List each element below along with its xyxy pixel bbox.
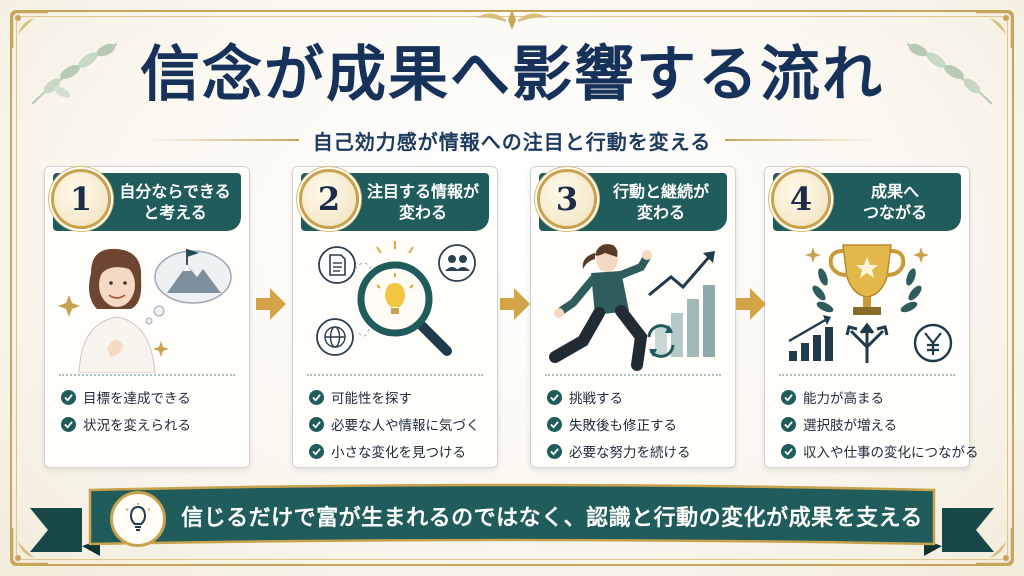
corner-ornament-icon	[976, 10, 1014, 48]
people-icon	[438, 244, 476, 282]
branching-arrows-icon	[845, 322, 889, 363]
step-header: 2 注目する情報が 変わる	[299, 169, 489, 231]
point-text: 小さな変化を見つける	[331, 445, 466, 461]
ribbon-shape	[30, 483, 994, 556]
check-icon	[781, 389, 796, 405]
page-title: 信念が成果へ影響する流れ	[140, 40, 884, 110]
check-icon	[309, 389, 324, 405]
step-header: 4 成果へ つながる	[771, 169, 961, 231]
lightbulb-icon	[110, 491, 166, 547]
sparkle-icon	[58, 295, 169, 357]
yen-icon	[913, 323, 953, 363]
list-item: 能力が高まる	[781, 385, 963, 409]
bar-chart-icon	[788, 315, 833, 361]
running-woman-icon	[549, 244, 652, 371]
step-points: 能力が高まる 選択肢が増える 収入や仕事の変化につながる	[781, 385, 979, 466]
subtitle-row: 自己効力感が情報への注目と行動を変える	[0, 126, 1024, 154]
point-text: 収入や仕事の変化につながる	[803, 445, 979, 461]
list-item: 可能性を探す	[309, 385, 491, 409]
sparkle-icon	[805, 247, 929, 263]
step-number: 1	[51, 169, 111, 229]
check-icon	[547, 443, 562, 459]
step-card-3: 3 行動と継続が 変わる	[530, 166, 736, 468]
list-item: 失敗後も修正する	[547, 412, 729, 436]
list-item: 収入や仕事の変化につながる	[781, 439, 979, 463]
point-text: 目標を達成できる	[83, 391, 191, 407]
check-icon	[547, 389, 562, 405]
step-title: 行動と継続が 変わる	[612, 182, 709, 222]
woman-thinking-icon	[78, 248, 156, 373]
point-text: 必要な努力を続ける	[569, 445, 691, 461]
point-text: 能力が高まる	[803, 391, 884, 407]
step-title: 自分ならできる と考える	[119, 182, 231, 222]
point-text: 状況を変えられる	[83, 418, 191, 434]
card-divider	[779, 374, 955, 376]
corner-ornament-icon	[10, 10, 48, 48]
list-item: 必要な人や情報に気づく	[309, 412, 491, 436]
step-card-1: 1 自分ならできる と考える	[44, 166, 250, 468]
mountain-flag-thought-icon	[145, 249, 232, 325]
step-title: 注目する情報が 変わる	[366, 182, 479, 222]
point-text: 可能性を探す	[331, 391, 412, 407]
check-icon	[547, 416, 562, 432]
point-text: 選択肢が増える	[803, 418, 898, 434]
step-number: 2	[299, 169, 359, 229]
check-icon	[309, 416, 324, 432]
step-header: 3 行動と継続が 変わる	[537, 169, 727, 231]
step-card-2: 2 注目する情報が 変わる	[292, 166, 498, 468]
trophy-icon	[828, 244, 906, 315]
illustration-step-2	[316, 241, 476, 356]
card-divider	[307, 374, 483, 376]
footer-banner: 信じるだけで富が生まれるのではなく、認識と行動の変化が成果を支える	[30, 478, 994, 558]
check-icon	[61, 416, 76, 432]
check-icon	[309, 443, 324, 459]
rising-trend-arrow-icon	[648, 251, 715, 357]
step-number: 4	[771, 169, 831, 229]
step-card-4: 4 成果へ つながる	[764, 166, 979, 468]
point-text: 必要な人や情報に気づく	[331, 418, 480, 434]
cycle-arrows-icon	[647, 324, 675, 358]
list-item: 小さな変化を見つける	[309, 439, 491, 463]
page-subtitle: 自己効力感が情報への注目と行動を変える	[312, 129, 712, 154]
list-item: 目標を達成できる	[61, 385, 243, 409]
card-divider	[545, 374, 721, 376]
globe-icon	[316, 318, 354, 356]
subtitle-divider-left	[148, 139, 299, 141]
step-title: 成果へ つながる	[862, 182, 927, 222]
leaf-decoration-icon	[31, 43, 118, 105]
check-icon	[781, 416, 796, 432]
list-item: 状況を変えられる	[61, 412, 243, 436]
step-header: 1 自分ならできる と考える	[51, 169, 241, 231]
leaf-decoration-icon	[906, 43, 993, 105]
laurel-icon	[812, 268, 922, 313]
footer-message: 信じるだけで富が生まれるのではなく、認識と行動の変化が成果を支える	[181, 505, 923, 531]
illustration-step-3	[549, 244, 715, 371]
check-icon	[61, 389, 76, 405]
step-points: 目標を達成できる 状況を変えられる	[61, 385, 243, 439]
list-item: 選択肢が増える	[781, 412, 963, 436]
list-item: 挑戦する	[547, 385, 729, 409]
subtitle-divider-right	[725, 139, 876, 141]
check-icon	[781, 443, 796, 459]
illustration-step-4	[788, 244, 953, 363]
list-item: 必要な努力を続ける	[547, 439, 729, 463]
point-text: 挑戦する	[569, 391, 623, 407]
flow-arrow-icon	[500, 288, 530, 320]
top-ornament-icon	[476, 10, 548, 30]
document-icon	[318, 246, 356, 284]
point-text: 失敗後も修正する	[569, 418, 677, 434]
corner-ornament-icon	[976, 528, 1014, 566]
corner-ornament-icon	[10, 528, 48, 566]
step-points: 挑戦する 失敗後も修正する 必要な努力を続ける	[547, 385, 729, 466]
step-points: 可能性を探す 必要な人や情報に気づく 小さな変化を見つける	[309, 385, 491, 466]
magnifier-lightbulb-icon	[357, 261, 452, 356]
flow-arrow-icon	[736, 288, 766, 320]
card-divider	[59, 374, 235, 376]
flow-arrow-icon	[256, 288, 286, 320]
step-number: 3	[537, 169, 597, 229]
illustration-step-1	[58, 248, 232, 373]
